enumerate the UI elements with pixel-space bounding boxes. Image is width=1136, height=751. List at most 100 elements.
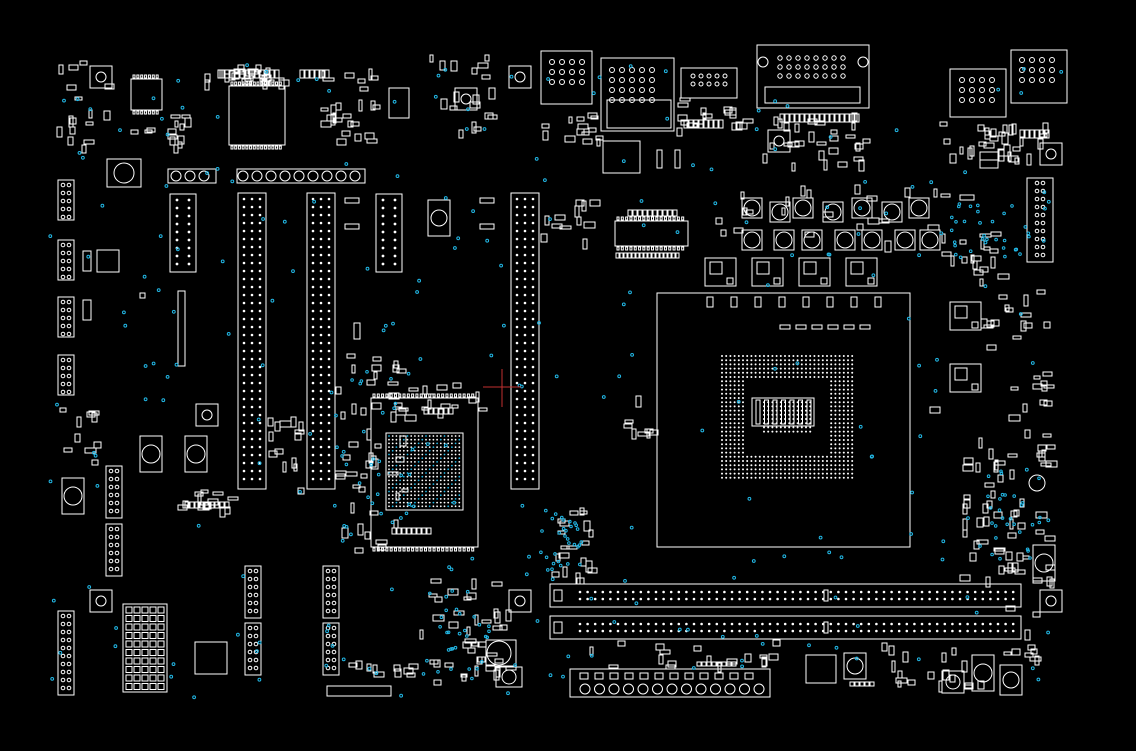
cpu-land xyxy=(729,363,732,366)
via xyxy=(418,279,421,282)
rear-io-usb-3[interactable] xyxy=(1011,50,1067,103)
small-chip-8[interactable] xyxy=(389,88,409,118)
pcie-pin xyxy=(669,590,673,594)
bga-ball xyxy=(443,464,446,467)
smd-component xyxy=(342,131,350,136)
mosfet-1[interactable] xyxy=(705,258,736,286)
slot-pin xyxy=(250,309,254,313)
small-chip-6[interactable] xyxy=(806,655,836,683)
connector-pin xyxy=(570,70,575,75)
bottom-header-5[interactable] xyxy=(327,686,391,696)
connector-pin xyxy=(787,74,791,78)
small-chip-1[interactable] xyxy=(131,79,162,110)
smd-component xyxy=(80,61,87,65)
via xyxy=(565,529,568,532)
bottom-header-2[interactable] xyxy=(245,623,261,675)
left-header-6[interactable] xyxy=(106,466,122,518)
via xyxy=(258,462,261,465)
pcie-pin xyxy=(867,629,871,633)
rear-io-vga-1[interactable] xyxy=(681,68,737,98)
right-header-1[interactable] xyxy=(1027,178,1053,262)
slot-pin xyxy=(515,437,519,441)
bottom-header-6[interactable] xyxy=(123,604,167,692)
dimm-slot-3[interactable] xyxy=(511,193,539,489)
cap-housing-3[interactable] xyxy=(140,436,162,472)
tact-switch xyxy=(90,590,112,612)
cpu-land xyxy=(733,476,736,479)
cpu-land xyxy=(847,434,849,437)
bottom-header-1[interactable] xyxy=(245,566,261,618)
small-chip-4[interactable] xyxy=(615,221,688,246)
cpu-land xyxy=(779,355,782,357)
small-chip-5[interactable] xyxy=(195,642,227,674)
smd-component xyxy=(407,673,415,677)
cap-housing-5[interactable] xyxy=(62,478,84,514)
via xyxy=(454,646,457,649)
rear-io-usb-2[interactable] xyxy=(950,69,1006,117)
chipset-outline[interactable] xyxy=(371,398,478,547)
mosfet-6[interactable] xyxy=(950,364,981,392)
cpu-land xyxy=(767,359,770,362)
ic-pad xyxy=(390,394,392,397)
smd-component xyxy=(279,80,289,86)
left-header-4[interactable] xyxy=(58,355,74,395)
left-header-2[interactable] xyxy=(58,240,74,280)
cpu-land xyxy=(800,376,803,378)
smd-component xyxy=(321,108,328,111)
connector-pin xyxy=(787,56,791,60)
mosfet-3[interactable] xyxy=(799,258,830,286)
rear-io-usb-1[interactable] xyxy=(541,51,592,104)
rear-io-lan[interactable] xyxy=(601,58,674,131)
slot-pin xyxy=(327,325,331,329)
slot-pin xyxy=(515,349,519,353)
cpu-land xyxy=(767,468,770,471)
small-chip-7[interactable] xyxy=(486,640,516,666)
cap-housing-7[interactable] xyxy=(972,655,994,691)
left-header-1[interactable] xyxy=(58,180,74,220)
small-chip-2[interactable] xyxy=(97,250,119,272)
cap-housing-1[interactable] xyxy=(107,159,141,187)
smd-component xyxy=(472,579,476,589)
smd-component xyxy=(353,485,360,488)
pcie-slot-1[interactable] xyxy=(550,584,1021,607)
left-header-3[interactable] xyxy=(58,297,74,337)
slot-pin xyxy=(258,333,262,337)
cap-housing-9[interactable] xyxy=(1033,545,1055,581)
cap-housing-8[interactable] xyxy=(1000,665,1022,695)
dimm-slot-2[interactable] xyxy=(307,193,335,489)
via xyxy=(551,578,554,581)
via xyxy=(692,667,695,670)
mosfet-4[interactable] xyxy=(846,258,877,286)
slot-pin xyxy=(523,357,527,361)
cap-housing-4[interactable] xyxy=(185,436,207,472)
chipset-bga-die[interactable] xyxy=(386,433,463,510)
resistor-array xyxy=(664,253,667,258)
header-block-2[interactable] xyxy=(376,194,402,272)
pcie-pin xyxy=(662,622,665,626)
header-block-1[interactable] xyxy=(170,194,196,272)
dimm-slot-1[interactable] xyxy=(238,193,266,489)
connector-pin xyxy=(550,80,555,85)
cpu-land xyxy=(771,376,774,378)
cap-housing-2[interactable] xyxy=(428,200,450,236)
left-header-5[interactable] xyxy=(58,611,74,695)
slim-slot[interactable] xyxy=(178,291,185,366)
cpu-land xyxy=(847,472,849,475)
bga-ball xyxy=(443,490,446,493)
via xyxy=(375,672,378,675)
via xyxy=(991,220,994,223)
via xyxy=(1031,667,1034,670)
cpu-center-cap xyxy=(807,400,811,424)
small-chip-3[interactable] xyxy=(603,141,640,173)
pcie-slot-2[interactable] xyxy=(550,616,1021,639)
left-header-7[interactable] xyxy=(106,524,122,576)
mosfet-5[interactable] xyxy=(950,302,981,330)
cpu-land xyxy=(779,426,782,429)
rear-io-vga-2[interactable] xyxy=(757,45,869,108)
cpu-socket-outline[interactable] xyxy=(657,293,910,547)
bottom-header-4[interactable] xyxy=(323,623,339,675)
cap-housing-6[interactable] xyxy=(844,653,866,679)
super-io-chip[interactable] xyxy=(229,86,285,145)
bottom-header-3[interactable] xyxy=(323,566,339,618)
